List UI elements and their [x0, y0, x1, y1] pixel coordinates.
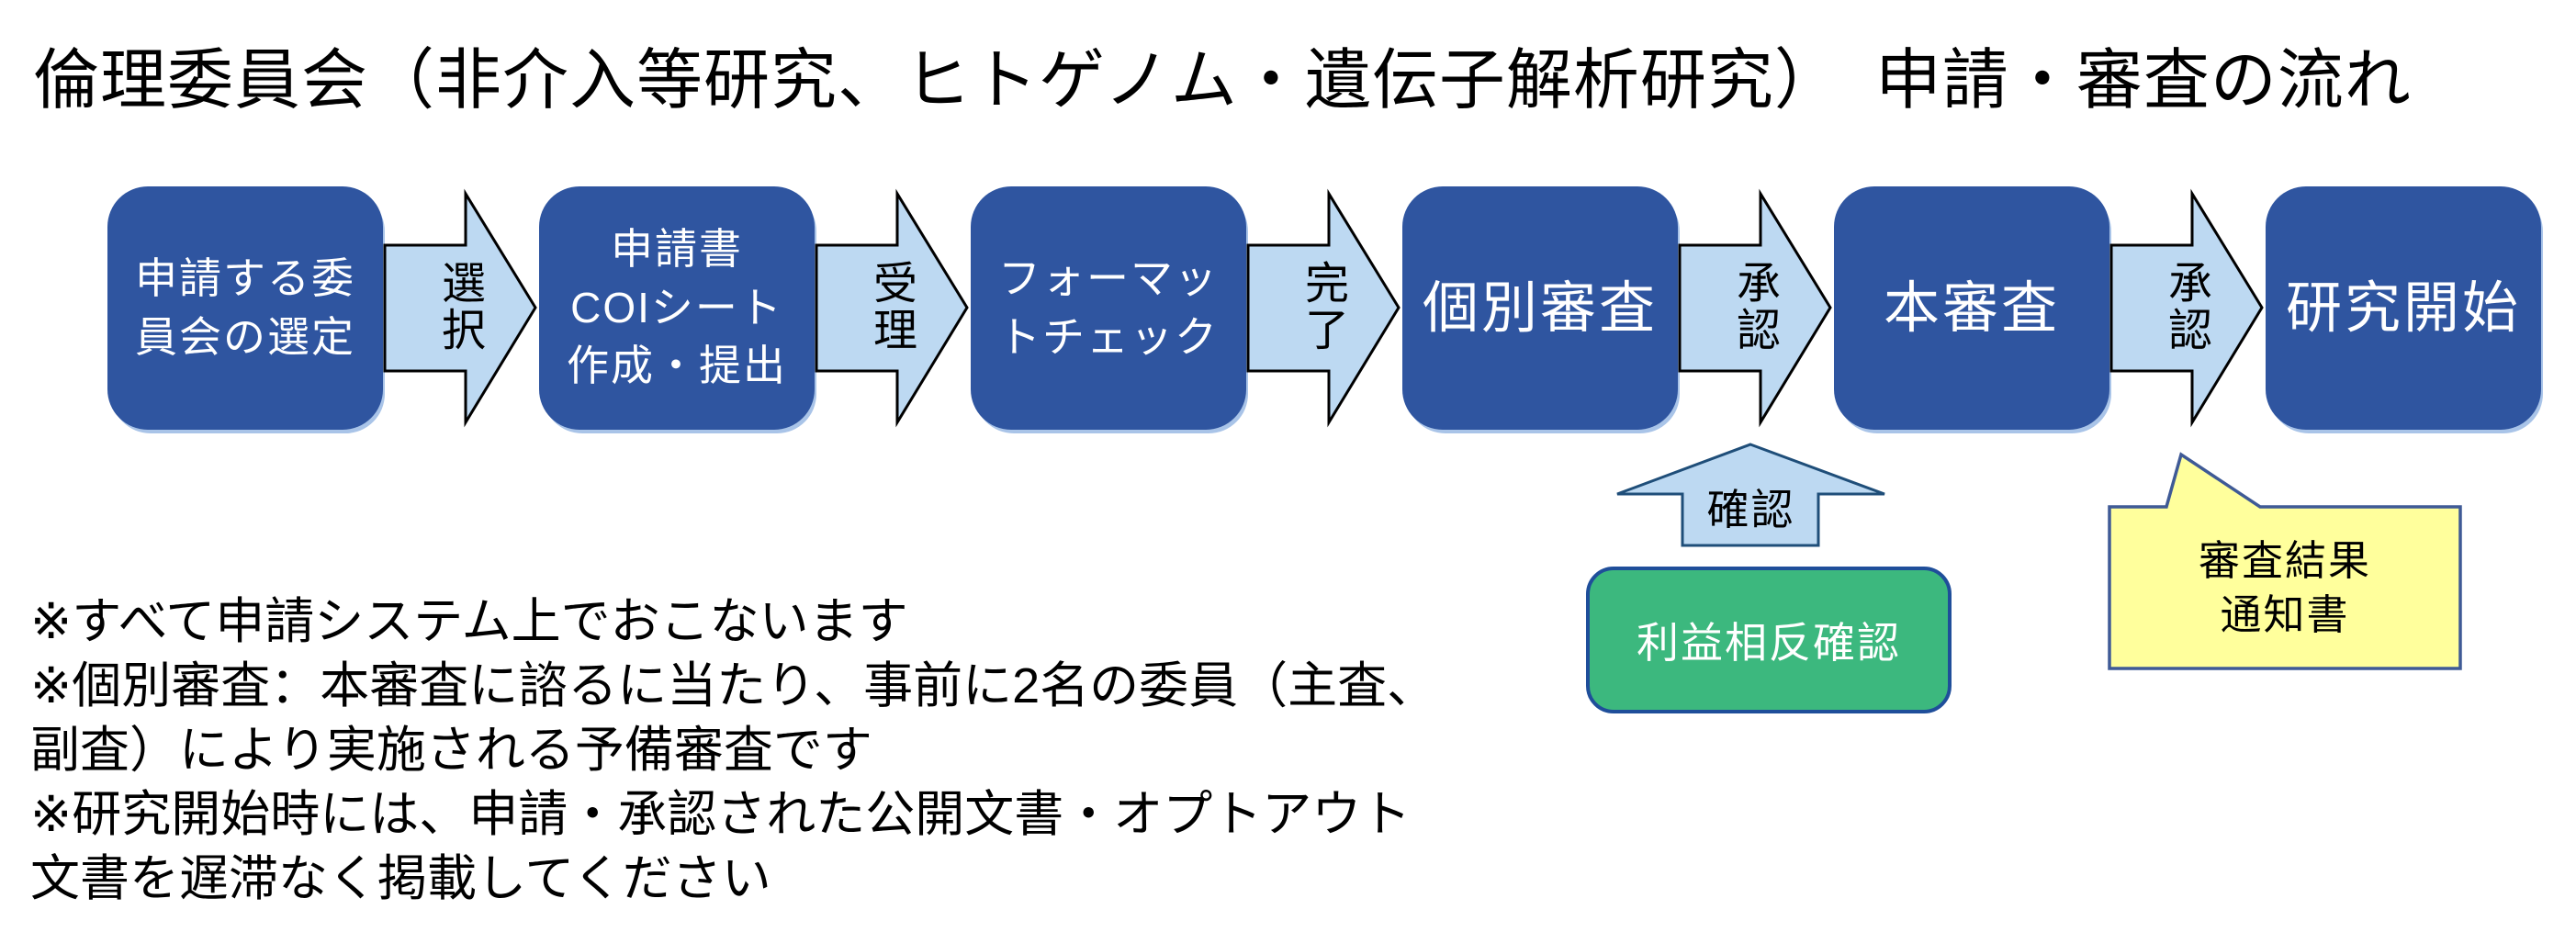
up-arrow-icon — [1616, 443, 1885, 547]
coi-check-label: 利益相反確認 — [1637, 619, 1901, 667]
arrow-approval-1: 承 認 — [1678, 186, 1834, 430]
note-line: ※すべて申請システム上でおこないます — [30, 594, 908, 649]
arrow-confirmation: 確認 — [1614, 442, 1887, 548]
arrow-label: 受 理 — [872, 259, 917, 355]
result-notice-callout: 審査結果 通知書 — [2103, 448, 2466, 673]
arrow-label: 確認 — [1706, 486, 1795, 533]
arrow-selection: 選 択 — [383, 186, 539, 430]
flow-box-label: 申請する委 員会の選定 — [135, 254, 355, 361]
flow-box-individual-review: 個別審査 — [1402, 186, 1678, 430]
flow-box-main-review: 本審査 — [1834, 186, 2109, 430]
right-arrow-icon — [2109, 188, 2264, 428]
right-arrow-icon — [1678, 188, 1832, 428]
page-title: 倫理委員会（非介入等研究、ヒトゲノム・遺伝子解析研究） 申請・審査の流れ — [33, 44, 2412, 118]
right-arrow-icon — [815, 188, 969, 428]
arrow-completion: 完 了 — [1246, 186, 1402, 430]
note-line: 副査）により実施される予備審査です — [30, 723, 872, 778]
flow-box-label: 研究開始 — [2285, 276, 2521, 340]
note-line: ※研究開始時には、申請・承認された公開文書・オプトアウト — [30, 787, 1412, 842]
flow-box-label: 個別審査 — [1422, 276, 1658, 340]
note-line: ※個別審査：本審査に諮るに当たり、事前に2名の委員（主査、 — [30, 658, 1437, 713]
arrow-approval-2: 承 認 — [2109, 186, 2266, 430]
flow-box-label: 申請書 COIシート 作成・提出 — [567, 225, 787, 390]
flow-box-format-check: フォーマッ トチェック — [971, 186, 1246, 430]
right-arrow-icon — [1246, 188, 1400, 428]
flow-box-select-committee: 申請する委 員会の選定 — [107, 186, 383, 430]
notes: ※すべて申請システム上でおこないます ※個別審査：本審査に諮るに当たり、事前に2… — [30, 590, 1436, 911]
arrow-label: 完 了 — [1304, 259, 1349, 355]
right-arrow-icon — [383, 188, 537, 428]
callout-shape — [2108, 452, 2462, 670]
result-notice-label: 審査結果 通知書 — [2198, 537, 2371, 638]
coi-check-box: 利益相反確認 — [1586, 567, 1952, 713]
arrow-acceptance: 受 理 — [815, 186, 971, 430]
arrow-label: 承 認 — [1736, 259, 1781, 355]
flow-box-label: フォーマッ トチェック — [998, 254, 1219, 361]
arrow-label: 選 択 — [441, 259, 486, 355]
flow-box-label: 本審査 — [1883, 276, 2060, 340]
flow-box-create-submit: 申請書 COIシート 作成・提出 — [539, 186, 815, 430]
arrow-label: 承 認 — [2167, 259, 2212, 355]
flow-box-research-start: 研究開始 — [2266, 186, 2541, 430]
note-line: 文書を遅滞なく掲載してください — [30, 851, 771, 906]
